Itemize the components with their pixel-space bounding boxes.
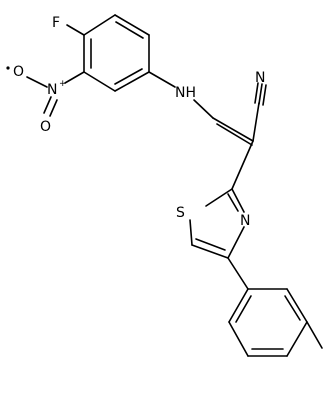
- double-bond-inner: [115, 21, 144, 39]
- atom-thiazole-nitrogen: N: [240, 213, 250, 229]
- bond: [228, 321, 249, 357]
- bond-triple-3: [262, 84, 267, 106]
- bond-c5-c4-double: [195, 238, 226, 251]
- bond-c2-s: [205, 188, 233, 207]
- bond-triple-2: [258, 83, 263, 105]
- tolyl-ring: [228, 288, 308, 357]
- bond-thiazole-tolyl: [227, 257, 249, 290]
- charge-plus: +: [59, 79, 67, 89]
- bond: [83, 14, 116, 36]
- bond: [286, 321, 308, 357]
- atom-nitro-nitrogen: N: [47, 82, 57, 98]
- atom-nitrile-nitrogen: N: [255, 70, 265, 86]
- bond: [114, 71, 150, 92]
- atom-fluorine: F: [52, 15, 60, 31]
- bond: [228, 288, 249, 323]
- bond: [83, 71, 116, 92]
- bond: [286, 288, 308, 323]
- atom-oxygen-bottom: O: [40, 119, 51, 135]
- bond-s-c5: [189, 219, 193, 246]
- atom-sulfur: S: [176, 205, 185, 221]
- bond-c4-n: [227, 226, 245, 259]
- atom-oxygen-top: O: [13, 64, 24, 80]
- bond-n-c2-double: [227, 193, 239, 212]
- bond-c-nh: [148, 71, 176, 88]
- bond-n-c2: [231, 188, 245, 213]
- bond-c-c-alkene: [212, 117, 254, 142]
- double-bond-inner: [284, 295, 301, 321]
- bond-alkene-thiazole: [231, 140, 254, 190]
- fluoronitrophenyl-ring: [83, 14, 150, 92]
- atom-nh: NH: [175, 85, 196, 101]
- bond-c-n-nitro: [64, 71, 85, 84]
- bond-n-o-bottom: [43, 96, 52, 114]
- bond-c-cn: [252, 102, 260, 142]
- bond-nh-ch: [193, 99, 214, 119]
- thiazole-ring: [189, 188, 245, 259]
- bond-methyl: [306, 321, 323, 349]
- double-bond-inner: [114, 68, 143, 85]
- bond-n-o-top: [26, 76, 48, 88]
- bond-c5-c4: [191, 244, 229, 259]
- bond-n-o-bottom-double: [49, 99, 58, 117]
- bond-c-f: [66, 24, 85, 36]
- bond-c-c-alkene-double: [216, 123, 253, 146]
- double-bond-inner: [235, 295, 252, 323]
- bond-triple-1: [254, 82, 259, 104]
- radical-dot: [6, 66, 10, 70]
- bond: [114, 14, 150, 36]
